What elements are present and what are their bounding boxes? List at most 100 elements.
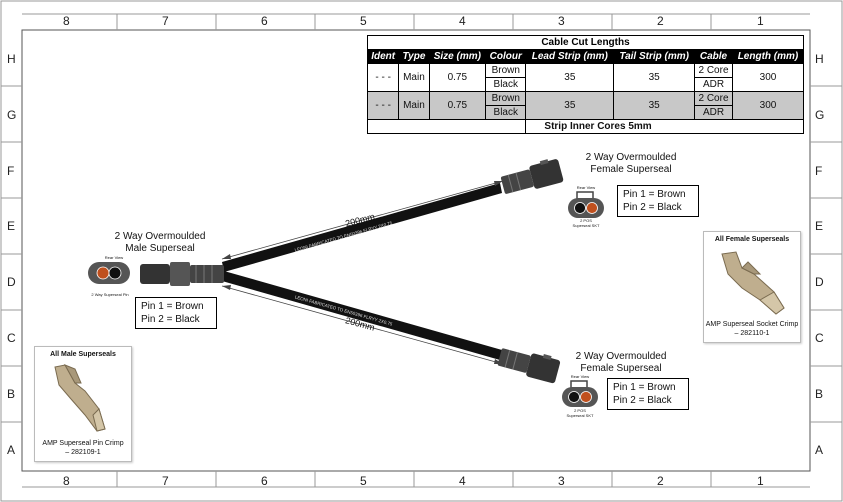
cell-type: Main bbox=[398, 63, 430, 92]
male-pin2: Pin 2 = Black bbox=[141, 314, 200, 325]
row-label-left: D bbox=[7, 275, 16, 289]
cell-cable: ADR bbox=[694, 105, 733, 120]
row-label-left: E bbox=[7, 219, 16, 233]
male-pin-note: Pin 1 = Brown Pin 2 = Black bbox=[135, 297, 217, 329]
male-title-line2: Male Superseal bbox=[125, 243, 195, 254]
col-label-bottom: 4 bbox=[459, 474, 466, 488]
table-header: Lead Strip (mm) bbox=[525, 49, 615, 64]
male-crimp-card: All Male Superseals AMP Superseal Pin Cr… bbox=[34, 346, 132, 462]
female-bottom-title: 2 Way Overmoulded Female Superseal bbox=[561, 351, 681, 375]
col-label-top: 1 bbox=[757, 14, 764, 28]
male-face-top: Rear View bbox=[104, 255, 124, 260]
col-label-top: 8 bbox=[63, 14, 70, 28]
cell-tail: 35 bbox=[613, 63, 696, 92]
col-label-bottom: 6 bbox=[261, 474, 268, 488]
female-top-pin2: Pin 2 = Black bbox=[623, 202, 682, 213]
row-label-right: D bbox=[815, 275, 824, 289]
row-label-right: E bbox=[815, 219, 824, 233]
male-crimp-desc1: AMP Superseal Pin Crimp bbox=[42, 440, 124, 447]
row-label-right: A bbox=[815, 443, 824, 457]
row-label-left: C bbox=[7, 331, 16, 345]
row-label-right: G bbox=[815, 108, 825, 122]
female-crimp-card: All Female Superseals AMP Superseal Sock… bbox=[703, 231, 801, 343]
male-face-bottom: 2 Way Superseal Pin bbox=[91, 292, 129, 297]
female-bottom-face-bottom2: Superseal SKT bbox=[566, 413, 594, 418]
cell-colour: Black bbox=[485, 105, 527, 120]
col-label-bottom: 8 bbox=[63, 474, 70, 488]
col-label-bottom: 1 bbox=[757, 474, 764, 488]
col-label-bottom: 7 bbox=[162, 474, 169, 488]
cell-length: 300 bbox=[731, 91, 805, 120]
female-top-title-line2: Female Superseal bbox=[590, 164, 672, 175]
cell-type: Main bbox=[398, 91, 430, 120]
female-top-face-top: Rear View bbox=[576, 185, 596, 190]
female-connector-top bbox=[500, 159, 564, 194]
female-top-pin1: Pin 1 = Brown bbox=[623, 189, 686, 200]
row-label-right: C bbox=[815, 331, 824, 345]
col-label-top: 6 bbox=[261, 14, 268, 28]
female-bottom-pin2: Pin 2 = Black bbox=[613, 395, 672, 406]
table-row: Black ADR bbox=[368, 77, 804, 92]
female-top-face-bottom: 2 POS Superseal SKT bbox=[566, 218, 606, 228]
female-bottom-title-line1: 2 Way Overmoulded bbox=[575, 351, 667, 362]
table-footer: Strip Inner Cores 5mm bbox=[525, 119, 804, 134]
female-bottom-pin-note: Pin 1 = Brown Pin 2 = Black bbox=[607, 378, 689, 410]
female-face-view-top bbox=[568, 191, 604, 218]
table-row: Black ADR bbox=[368, 105, 804, 120]
female-crimp-title: All Female Superseals bbox=[714, 236, 790, 243]
male-pin1: Pin 1 = Brown bbox=[141, 301, 204, 312]
table-header: Size (mm) bbox=[428, 49, 487, 64]
female-crimp-desc: AMP Superseal Socket Crimp – 282110-1 bbox=[704, 320, 800, 338]
female-connector-bottom bbox=[497, 348, 561, 384]
lower-cable bbox=[222, 271, 502, 360]
upper-cable bbox=[222, 183, 502, 272]
female-top-face-bottom2: Superseal SKT bbox=[572, 223, 600, 228]
row-label-left: H bbox=[7, 52, 16, 66]
col-label-top: 4 bbox=[459, 14, 466, 28]
col-label-top: 5 bbox=[360, 14, 367, 28]
socket-crimp-image bbox=[721, 251, 785, 315]
female-bottom-face-top: Rear View bbox=[570, 374, 590, 379]
table-header: Length (mm) bbox=[731, 49, 805, 64]
male-title: 2 Way Overmoulded Male Superseal bbox=[100, 231, 220, 255]
female-top-face-bottom1: 2 POS bbox=[580, 218, 592, 223]
cell-cable: ADR bbox=[694, 77, 733, 92]
female-bottom-face-bottom1: 2 POS bbox=[574, 408, 586, 413]
upper-dimension-line bbox=[221, 180, 504, 260]
col-label-top: 7 bbox=[162, 14, 169, 28]
lower-dimension-line bbox=[221, 285, 504, 365]
male-connector bbox=[140, 262, 224, 286]
female-crimp-desc2: – 282110-1 bbox=[734, 330, 770, 337]
female-face-view-bottom bbox=[562, 380, 598, 407]
table-header: Type bbox=[398, 49, 430, 64]
female-bottom-pin1: Pin 1 = Brown bbox=[613, 382, 676, 393]
table-header: Colour bbox=[485, 49, 527, 64]
female-crimp-desc1: AMP Superseal Socket Crimp bbox=[705, 321, 799, 328]
male-crimp-desc: AMP Superseal Pin Crimp – 282109-1 bbox=[35, 439, 131, 457]
cable-cut-table: Cable Cut Lengths Ident Type Size (mm) C… bbox=[366, 35, 805, 134]
male-title-line1: 2 Way Overmoulded bbox=[114, 231, 206, 242]
row-label-left: G bbox=[7, 108, 17, 122]
row-label-right: F bbox=[815, 164, 823, 178]
table-header: Cable bbox=[694, 49, 733, 64]
row-label-left: A bbox=[7, 443, 16, 457]
cell-colour: Brown bbox=[485, 91, 527, 106]
male-crimp-desc2: – 282109-1 bbox=[65, 449, 101, 456]
table-header: Tail Strip (mm) bbox=[613, 49, 696, 64]
female-bottom-face-bottom: 2 POS Superseal SKT bbox=[560, 408, 600, 418]
row-label-left: B bbox=[7, 387, 16, 401]
row-label-left: F bbox=[7, 164, 15, 178]
row-label-right: H bbox=[815, 52, 824, 66]
female-top-title-line1: 2 Way Overmoulded bbox=[585, 152, 677, 163]
col-label-bottom: 2 bbox=[657, 474, 664, 488]
col-label-top: 2 bbox=[657, 14, 664, 28]
male-face-view bbox=[88, 262, 130, 284]
col-label-bottom: 5 bbox=[360, 474, 367, 488]
row-label-right: B bbox=[815, 387, 824, 401]
pin-crimp-image bbox=[54, 364, 106, 432]
female-top-pin-note: Pin 1 = Brown Pin 2 = Black bbox=[617, 185, 699, 217]
female-bottom-title-line2: Female Superseal bbox=[580, 363, 662, 374]
female-top-title: 2 Way Overmoulded Female Superseal bbox=[571, 152, 691, 176]
